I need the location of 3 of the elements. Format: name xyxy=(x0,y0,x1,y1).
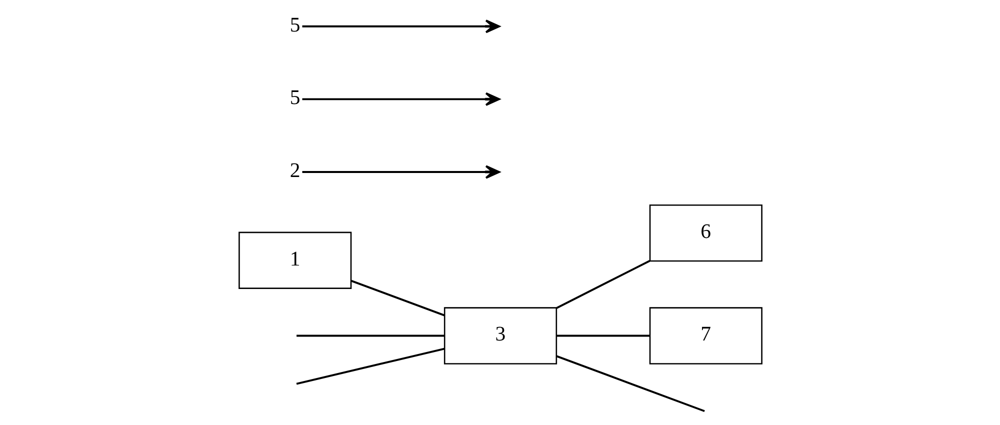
node-text: 5 xyxy=(289,13,300,36)
node-text: 5 xyxy=(289,86,300,110)
node-text: 2 xyxy=(289,158,300,182)
